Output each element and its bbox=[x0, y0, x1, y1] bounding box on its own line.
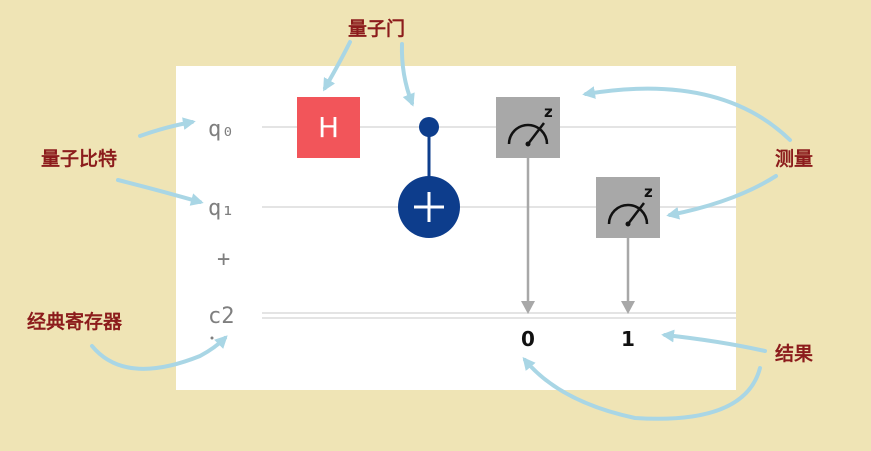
annotation-arrow-qubit-to-q1 bbox=[116, 178, 204, 206]
qubit-label-q1: q₁ bbox=[208, 196, 235, 221]
annotation-result: 结果 bbox=[775, 342, 813, 365]
h-gate bbox=[297, 97, 360, 158]
annotation-arrow-register-to-c2 bbox=[90, 335, 228, 371]
classical-register-label: c2 bbox=[208, 304, 235, 329]
annotation-qubit: 量子比特 bbox=[41, 148, 117, 170]
measure-q0-box bbox=[496, 97, 560, 158]
register-collapse-symbol: + bbox=[217, 247, 230, 272]
result-bit-1: 1 bbox=[621, 327, 635, 351]
annotation-arrow-measure-to-q1 bbox=[666, 174, 778, 220]
meter-icon bbox=[507, 122, 549, 147]
annotation-arrow-result-to-bit0 bbox=[522, 357, 762, 421]
measure-q0-basis: z bbox=[544, 103, 553, 121]
measure-q0-arrowhead bbox=[521, 301, 535, 314]
measure-q1-basis: z bbox=[644, 183, 653, 201]
annotation-arrow-gate-to-cnot bbox=[399, 42, 415, 107]
annotation-arrow-qubit-to-q0 bbox=[138, 117, 196, 138]
cnot-control-dot bbox=[419, 117, 439, 137]
measure-q1-box bbox=[596, 177, 660, 238]
qubit-label-q0: q₀ bbox=[208, 117, 235, 142]
meter-icon bbox=[607, 202, 649, 227]
annotation-arrow-measure-to-q0 bbox=[582, 86, 792, 142]
annotation-arrow-gate-to-h bbox=[323, 40, 352, 92]
annotation-measurement: 测量 bbox=[775, 148, 813, 170]
h-gate-label: H bbox=[318, 111, 339, 144]
measure-q1-arrowhead bbox=[621, 301, 635, 314]
annotation-gate: 量子门 bbox=[348, 17, 405, 40]
classical-register-dot bbox=[210, 336, 214, 340]
annotation-classical-register: 经典寄存器 bbox=[27, 310, 123, 333]
annotation-arrow-result-to-bit1 bbox=[661, 329, 767, 353]
result-bit-0: 0 bbox=[521, 327, 535, 351]
